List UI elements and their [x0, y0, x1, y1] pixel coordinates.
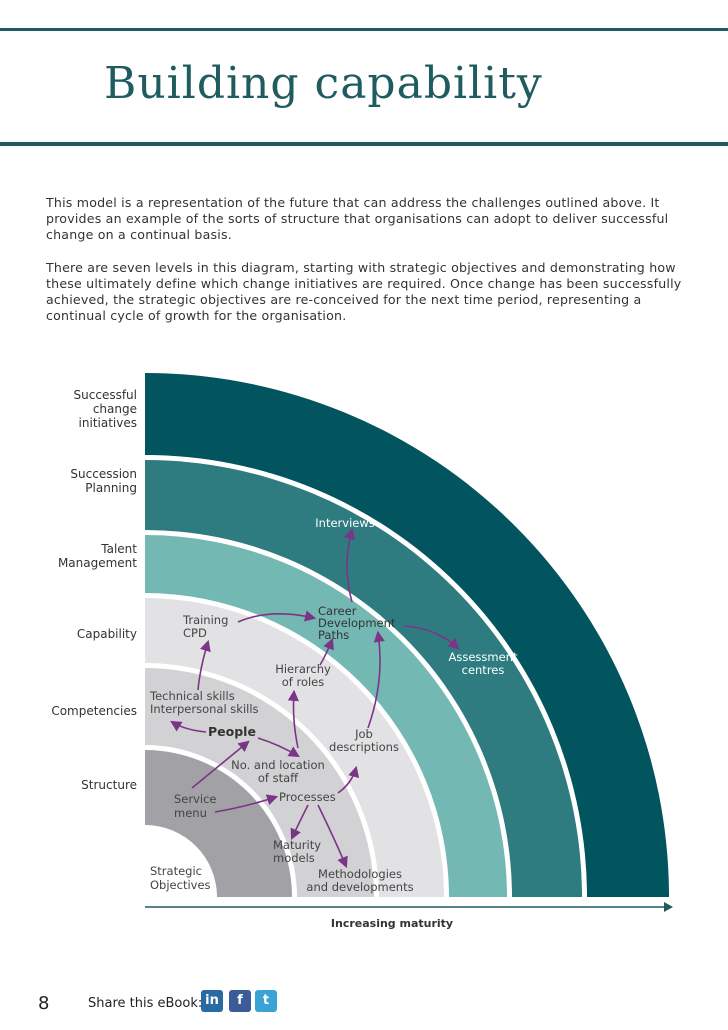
header-rule-top: [0, 28, 728, 31]
twitter-icon[interactable]: t: [255, 990, 277, 1012]
arrow-career-to-interviews: [344, 527, 356, 603]
arrow-location-to-hierarchy: [287, 689, 299, 749]
arrow-processes-to-job: [337, 765, 360, 794]
page-title: Building capability: [104, 58, 543, 109]
node-interviews: Interviews: [315, 516, 374, 530]
axis-label: Increasing maturity: [331, 917, 453, 930]
intro-paragraph-2: There are seven levels in this diagram, …: [46, 260, 682, 323]
node-processes: Processes: [279, 790, 336, 804]
arrow-job-to-career: [367, 630, 385, 729]
facebook-icon[interactable]: f: [229, 990, 251, 1012]
arrow-people-to-location: [257, 737, 300, 758]
level-competencies: Competencies: [51, 704, 137, 718]
header-rule-bottom: [0, 142, 728, 146]
arrow-skills-to-training: [197, 639, 211, 691]
level-capability: Capability: [76, 627, 137, 641]
node-people: People: [208, 724, 256, 739]
maturity-axis-arrowhead: [664, 902, 673, 912]
arrow-service-to-processes: [214, 794, 279, 813]
arrow-processes-to-methodologies: [317, 804, 348, 869]
page-number: 8: [38, 993, 50, 1014]
intro-paragraph-1: This model is a representation of the fu…: [46, 195, 669, 242]
arrow-service-to-people: [191, 740, 250, 789]
arrow-hierarchy-to-career: [319, 637, 334, 666]
linkedin-icon[interactable]: in: [201, 990, 223, 1012]
share-label: Share this eBook:: [88, 996, 203, 1011]
level-structure: Structure: [81, 778, 137, 792]
arrow-career-to-assessment: [403, 625, 460, 650]
arrow-processes-to-maturity: [290, 804, 309, 841]
arrow-people-to-skills: [170, 720, 207, 733]
arrow-training-to-career: [237, 610, 317, 623]
